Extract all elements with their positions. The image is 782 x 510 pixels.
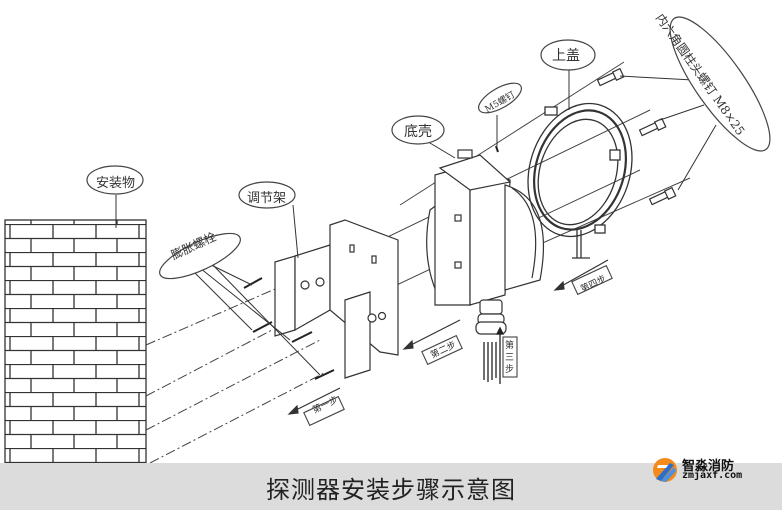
diagram-caption: 探测器安装步骤示意图 [266, 476, 516, 504]
base-shell-part [426, 149, 545, 335]
top-cover-part [527, 102, 633, 259]
label-mount-surface: 安装物 [96, 176, 136, 191]
cable-gland [483, 326, 505, 384]
label-bracket: 调节架 [247, 191, 287, 206]
label-socket-screw: 内六角圆柱头螺钉 M8×25 [652, 11, 748, 139]
label-m5-screw: M5螺钉 [483, 90, 518, 116]
step-tags [303, 264, 613, 427]
brick-wall [4, 219, 147, 464]
callout-bubbles [86, 16, 771, 280]
step-3-tag: 第三步 [505, 341, 515, 375]
brand-name: 智淼消防 [682, 459, 735, 474]
brand-watermark: 智淼消防 zmjaxf.com [652, 454, 778, 484]
bracket-part [274, 219, 399, 379]
step-2-tag: 第二步 [429, 340, 458, 361]
brand-url: zmjaxf.com [682, 470, 743, 481]
alignment-lines [145, 285, 327, 464]
step-4-tag: 第四步 [579, 274, 608, 295]
m5-screw [495, 145, 499, 153]
label-base-shell: 底壳 [404, 124, 432, 140]
caption-bar [0, 463, 782, 510]
label-top-cover: 上盖 [552, 48, 580, 64]
brand-logo-icon [653, 458, 677, 482]
label-expansion-bolt: 膨胀螺栓 [168, 229, 219, 263]
step-arrows [287, 259, 609, 415]
exploded-view-drawing [4, 16, 771, 464]
socket-screws [596, 67, 677, 206]
step-1-tag: 第一步 [311, 395, 340, 416]
